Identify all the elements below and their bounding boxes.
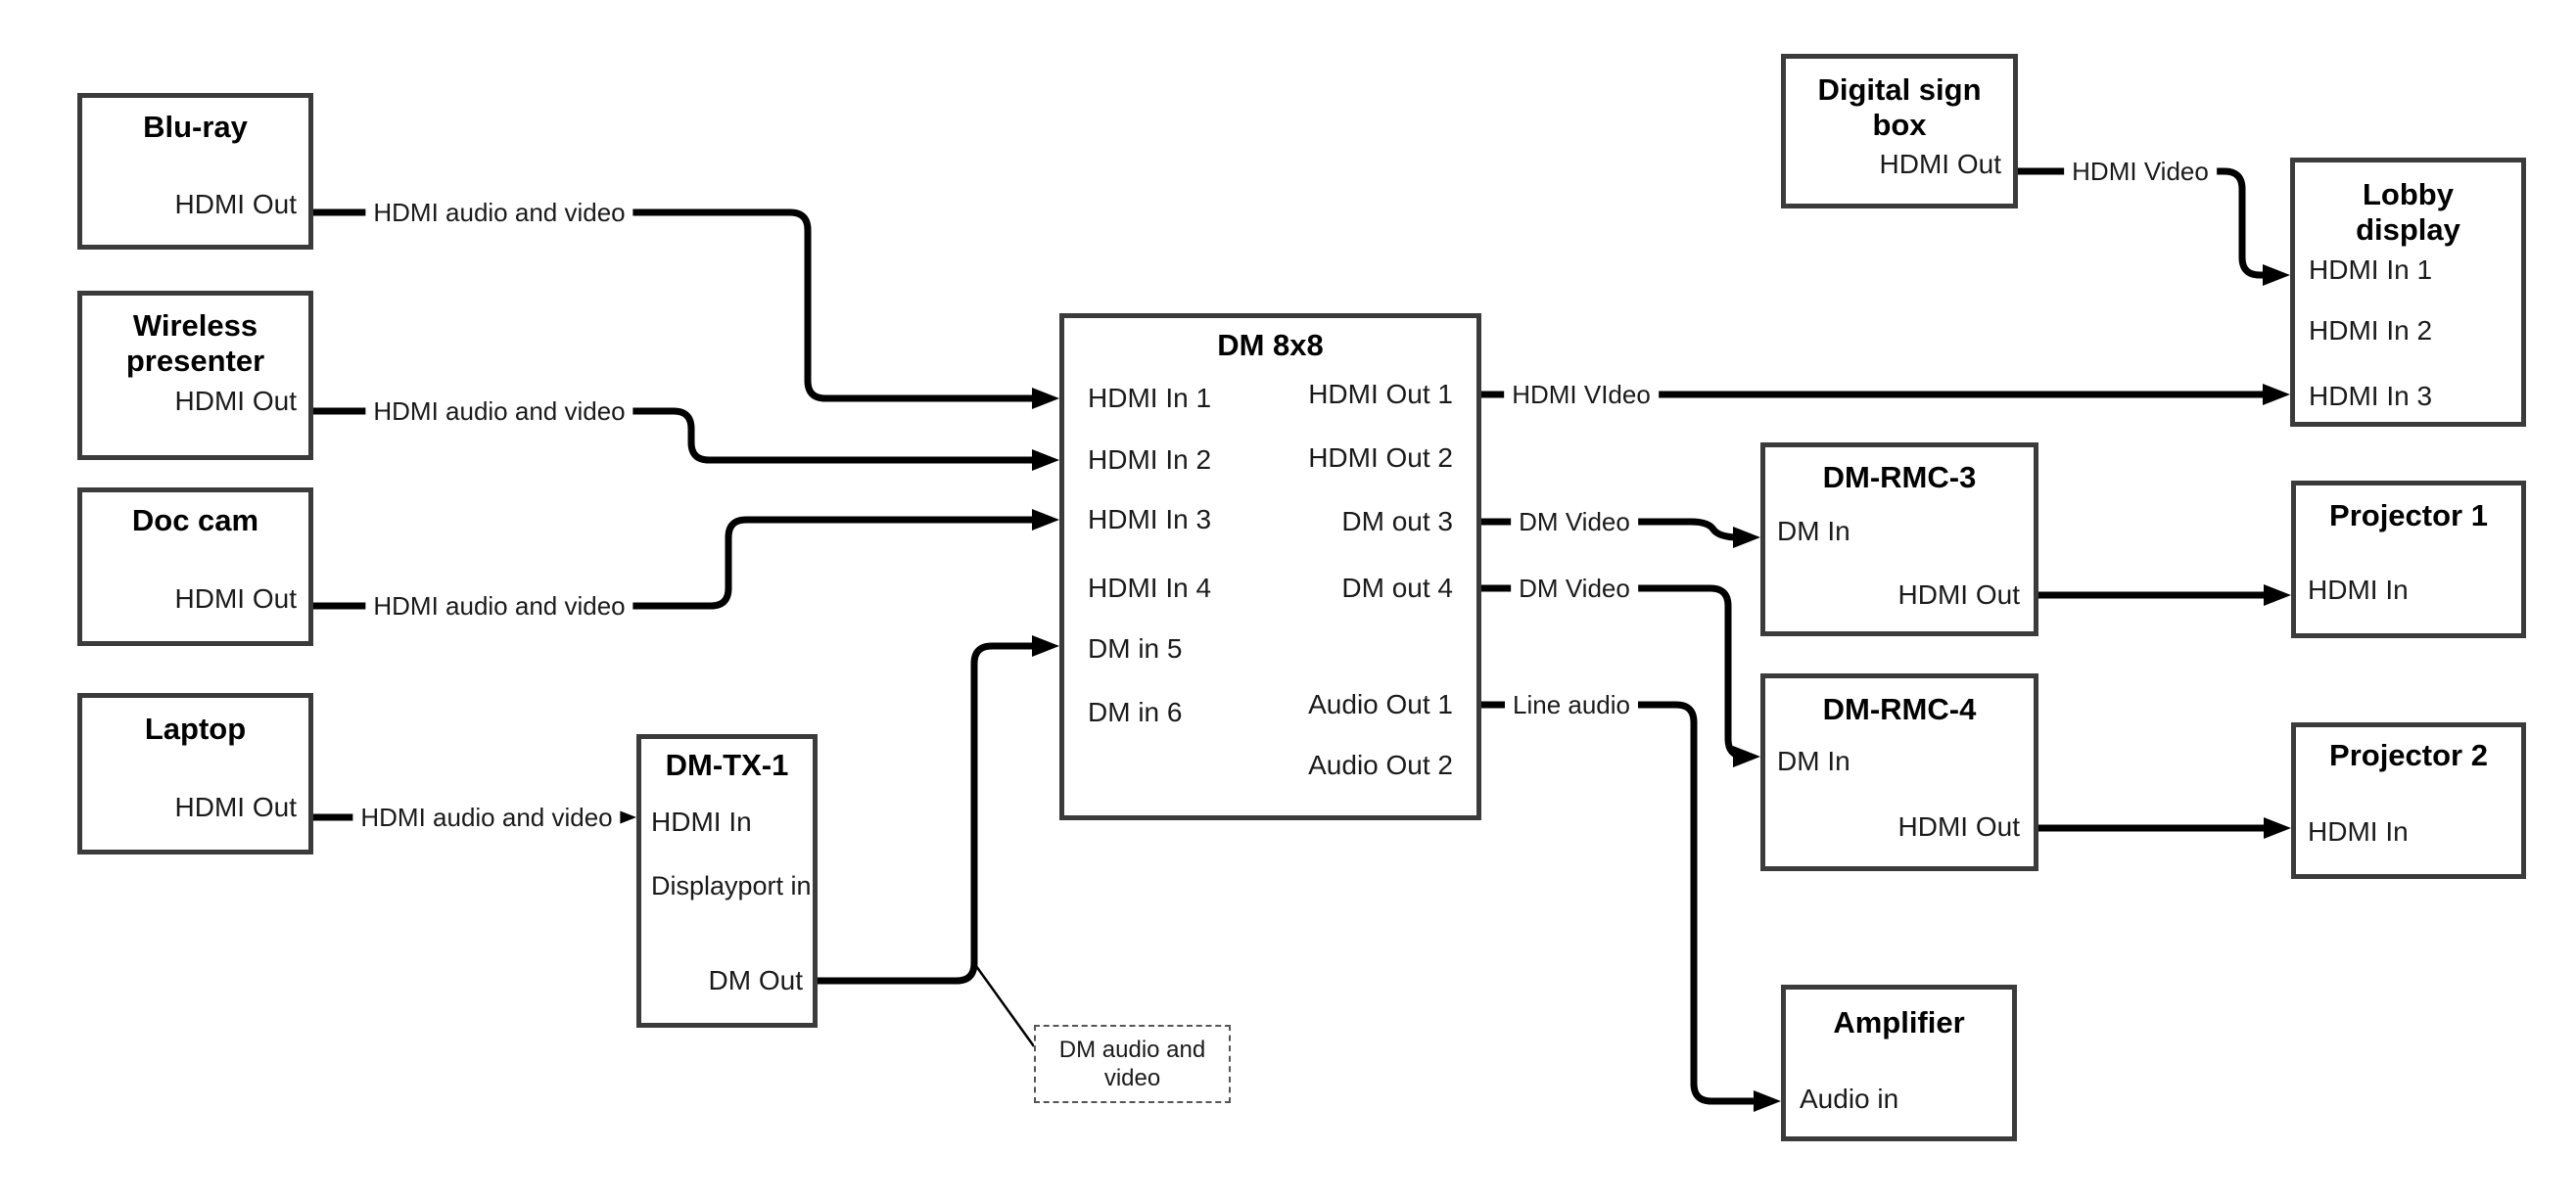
dmrmc4-title: DM-RMC-4 xyxy=(1822,692,1977,726)
callout-line-dm-av-note xyxy=(974,965,1036,1047)
doccam-node: Doc cam HDMI Out xyxy=(77,487,313,646)
dmrmc4-port-dm-in: DM In xyxy=(1777,746,1850,776)
projector2-node: Projector 2 HDMI In xyxy=(2291,722,2526,879)
laptop-title: Laptop xyxy=(144,712,247,746)
wireless-presenter-node: Wireless presenter HDMI Out xyxy=(77,291,313,460)
projector1-title: Projector 1 xyxy=(2329,498,2488,532)
wireless-presenter-title-line2: presenter xyxy=(125,344,265,378)
dmrmc4-node: DM-RMC-4 DM In HDMI Out xyxy=(1760,673,2038,871)
lobby-display-title: Lobby display xyxy=(2295,177,2521,248)
dmtx1-port-hdmi-in: HDMI In xyxy=(651,807,752,837)
dmrmc3-node: DM-RMC-3 DM In HDMI Out xyxy=(1760,442,2038,636)
dm-audio-video-note-line2: video xyxy=(1103,1065,1161,1091)
lobby-port-hdmi-in-3: HDMI In 3 xyxy=(2309,381,2433,411)
wireless-presenter-title-line1: Wireless xyxy=(132,308,258,343)
dmrmc3-port-hdmi-out: HDMI Out xyxy=(1897,579,2020,610)
dmtx1-port-displayport-in: Displayport in xyxy=(651,871,812,901)
projector1-node: Projector 1 HDMI In xyxy=(2291,481,2526,638)
wire-label-dm-video-out4: DM Video xyxy=(1511,574,1638,603)
arrowhead-lobby-in3 xyxy=(2263,384,2290,405)
bluray-node: Blu-ray HDMI Out xyxy=(77,93,313,250)
wire-label-line-audio: Line audio xyxy=(1505,690,1638,719)
wireless-port-hdmi-out: HDMI Out xyxy=(174,386,297,416)
bluray-title: Blu-ray xyxy=(143,110,248,144)
projector2-port-hdmi-in: HDMI In xyxy=(2308,816,2409,847)
wire-doccam-to-dm8x8-in3 xyxy=(311,516,1036,610)
arrowhead-projector1-hdmi-in xyxy=(2264,584,2291,606)
wire-label-hdmi-video-digitalsign: HDMI Video xyxy=(2064,157,2217,186)
dm8x8-port-hdmi-in-3: HDMI In 3 xyxy=(1088,504,1212,534)
dm8x8-port-audio-out-2: Audio Out 2 xyxy=(1308,750,1453,780)
wire-bluray-to-dm8x8-in1 xyxy=(311,208,1036,402)
arrowhead-dm8x8-in3 xyxy=(1032,509,1059,531)
arrowhead-amplifier-audio-in xyxy=(1754,1090,1781,1112)
dmtx1-node: DM-TX-1 HDMI In Displayport in DM Out xyxy=(636,734,818,1028)
dm8x8-port-audio-out-1: Audio Out 1 xyxy=(1308,689,1453,719)
amplifier-title: Amplifier xyxy=(1833,1005,1965,1039)
dm8x8-title: DM 8x8 xyxy=(1217,328,1324,362)
dm-audio-video-note: DM audio and video xyxy=(1034,1025,1231,1103)
projector1-port-hdmi-in: HDMI In xyxy=(2308,575,2409,605)
dm8x8-node: DM 8x8 HDMI In 1 HDMI In 2 HDMI In 3 HDM… xyxy=(1059,313,1481,820)
amplifier-node: Amplifier Audio in xyxy=(1781,985,2017,1141)
dm8x8-port-hdmi-in-4: HDMI In 4 xyxy=(1088,573,1212,603)
wire-label-bluray: HDMI audio and video xyxy=(365,198,633,227)
lobby-display-node: Lobby display HDMI In 1 HDMI In 2 HDMI I… xyxy=(2290,158,2526,427)
doccam-title: Doc cam xyxy=(131,503,259,537)
wire-dm8x8-out3-to-dmrmc3 xyxy=(1481,518,1740,541)
digitalsign-title-line1: Digital sign xyxy=(1817,72,1982,107)
dmtx1-title: DM-TX-1 xyxy=(665,748,789,782)
arrowhead-dm8x8-in5 xyxy=(1032,635,1059,657)
dmrmc3-title: DM-RMC-3 xyxy=(1822,460,1977,494)
lobby-port-hdmi-in-1: HDMI In 1 xyxy=(2309,254,2433,285)
dm8x8-port-hdmi-in-1: HDMI In 1 xyxy=(1088,383,1212,413)
wire-label-wireless: HDMI audio and video xyxy=(365,396,633,426)
wire-digitalsign-to-lobby-in1 xyxy=(2018,167,2267,279)
arrowhead-dm8x8-in2 xyxy=(1032,449,1059,471)
dm8x8-port-dm-in-5: DM in 5 xyxy=(1088,633,1183,664)
wire-wireless-to-dm8x8-in2 xyxy=(311,407,1036,464)
digitalsign-node: Digital sign box HDMI Out xyxy=(1781,54,2018,208)
wire-dmtx1-to-dm8x8-in5 xyxy=(818,642,1036,985)
lobby-display-title-line2: display xyxy=(2356,212,2460,247)
wireless-presenter-title: Wireless presenter xyxy=(82,308,308,379)
dm8x8-port-dm-out-4: DM out 4 xyxy=(1341,573,1453,603)
wire-label-laptop: HDMI audio and video xyxy=(352,803,621,832)
arrowhead-dmrmc4-dm-in xyxy=(1733,746,1760,767)
wire-label-dm-video-out3: DM Video xyxy=(1511,507,1638,536)
lobby-port-hdmi-in-2: HDMI In 2 xyxy=(2309,315,2433,346)
wire-dm8x8-out4-to-dmrmc4 xyxy=(1481,584,1747,761)
dm8x8-port-dm-in-6: DM in 6 xyxy=(1088,697,1183,727)
bluray-port-hdmi-out: HDMI Out xyxy=(174,189,297,219)
digitalsign-port-hdmi-out: HDMI Out xyxy=(1879,149,2001,179)
doccam-port-hdmi-out: HDMI Out xyxy=(174,583,297,614)
arrowhead-lobby-in1 xyxy=(2263,264,2290,286)
projector2-title: Projector 2 xyxy=(2329,738,2488,772)
amplifier-port-audio-in: Audio in xyxy=(1800,1084,1899,1114)
dm8x8-port-hdmi-out-2: HDMI Out 2 xyxy=(1308,442,1453,473)
arrowhead-dm8x8-in1 xyxy=(1032,388,1059,409)
dm8x8-port-dm-out-3: DM out 3 xyxy=(1341,506,1453,536)
digitalsign-title: Digital sign box xyxy=(1786,72,2013,143)
dm-audio-video-note-line1: DM audio and xyxy=(1058,1037,1206,1063)
laptop-node: Laptop HDMI Out xyxy=(77,693,313,855)
arrowhead-dmrmc3-dm-in xyxy=(1733,527,1760,548)
wire-label-doccam: HDMI audio and video xyxy=(365,591,633,621)
digitalsign-title-line2: box xyxy=(1872,108,1927,142)
laptop-port-hdmi-out: HDMI Out xyxy=(174,792,297,822)
wire-dm8x8-aout1-to-amplifier xyxy=(1481,701,1757,1105)
dmrmc3-port-dm-in: DM In xyxy=(1777,516,1850,546)
lobby-display-title-line1: Lobby xyxy=(2363,177,2454,211)
dmtx1-port-dm-out: DM Out xyxy=(708,965,803,995)
dm8x8-port-hdmi-in-2: HDMI In 2 xyxy=(1088,444,1212,475)
dmrmc4-port-hdmi-out: HDMI Out xyxy=(1897,811,2020,842)
dm8x8-port-hdmi-out-1: HDMI Out 1 xyxy=(1308,379,1453,409)
arrowhead-projector2-hdmi-in xyxy=(2264,817,2291,839)
wire-label-hdmi-video-out1: HDMI VIdeo xyxy=(1504,380,1659,409)
